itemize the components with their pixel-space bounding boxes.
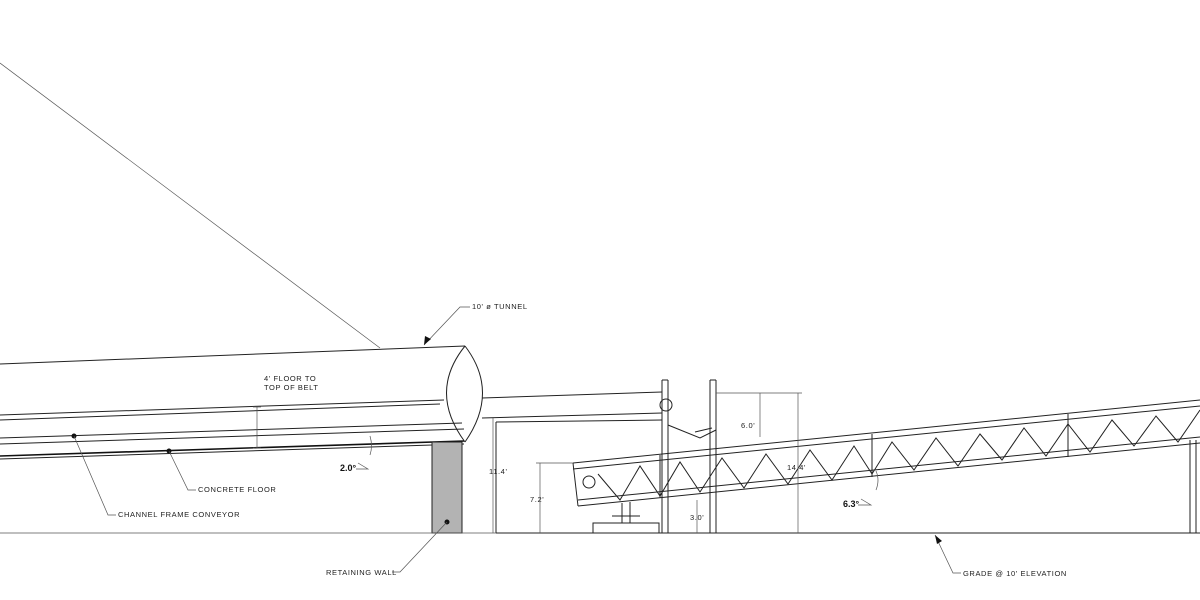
conveyor-frame-line	[0, 422, 463, 439]
retaining-wall-block	[431, 441, 463, 534]
dim-7-2-label: 7.2'	[530, 495, 544, 504]
tower-chute-line-2	[694, 427, 713, 433]
tunnel	[0, 345, 483, 443]
tunnel-mouth-left	[446, 345, 466, 443]
channel-frame-conveyor	[0, 403, 465, 445]
truss-bottom-chord	[577, 442, 1200, 507]
head-pulley-icon	[659, 398, 673, 412]
truss-conveyor	[572, 399, 1200, 534]
tunnel-leader-arrow	[424, 336, 431, 345]
transfer-tower	[661, 379, 717, 533]
retaining-wall	[392, 441, 463, 573]
truss-bottom-chord-inner	[577, 436, 1200, 501]
retaining-wall-leader	[392, 521, 448, 573]
concrete-floor	[0, 440, 465, 460]
dim-3-0-label: 3.0'	[690, 513, 704, 522]
dim-14-4-label: 14.4'	[787, 463, 806, 472]
concrete-floor-leader	[168, 450, 196, 491]
floor-to-belt-label-2: TOP OF BELT	[264, 383, 319, 392]
grade-leader	[934, 534, 961, 574]
angle-arc-tunnel	[369, 435, 372, 456]
truss-top-chord	[572, 399, 1200, 464]
truss-angle-symbol	[858, 498, 873, 506]
grade-leader-arrow	[935, 535, 942, 544]
tunnel-mouth-right	[464, 345, 483, 443]
dim-6-0-label: 6.0'	[741, 421, 755, 430]
truss-top-chord-inner	[572, 405, 1200, 470]
belt-top-line	[481, 391, 663, 399]
truss-end	[572, 462, 579, 507]
tunnel-leader	[423, 306, 470, 346]
truss-web	[597, 409, 1200, 501]
grade-label: GRADE @ 10' ELEVATION	[963, 569, 1067, 578]
tunnel-angle-symbol	[356, 462, 370, 470]
conveyor-belt-line	[0, 403, 441, 421]
belt-return-line	[495, 419, 663, 423]
construction-line	[0, 62, 381, 349]
concrete-floor-line-2	[0, 443, 465, 460]
tunnel-slope-label: 2.0°	[340, 463, 357, 473]
belt-bottom-line	[481, 412, 663, 419]
floor-to-belt-label-1: 4' FLOOR TO	[264, 374, 316, 383]
tunnel-mid-edge	[0, 399, 445, 416]
concrete-floor-label: CONCRETE FLOOR	[198, 485, 276, 494]
conveyor-frame-line-2	[0, 428, 465, 445]
tower-chute-line	[667, 424, 717, 439]
angle-arc-truss	[875, 470, 879, 491]
truss-support-base	[592, 522, 660, 534]
tail-pulley-icon	[582, 475, 596, 489]
concrete-floor-line	[0, 440, 465, 457]
truss-slope-label: 6.3°	[843, 499, 860, 509]
tunnel-label: 10' ø TUNNEL	[472, 302, 528, 311]
channel-frame-leader	[73, 435, 116, 516]
retaining-wall-label: RETAINING WALL	[326, 568, 397, 577]
dim-11-4-label: 11.4'	[489, 467, 507, 476]
tunnel-top-edge	[0, 345, 466, 365]
channel-frame-conveyor-label: CHANNEL FRAME CONVEYOR	[118, 510, 240, 519]
belt-to-transfer	[481, 391, 673, 533]
